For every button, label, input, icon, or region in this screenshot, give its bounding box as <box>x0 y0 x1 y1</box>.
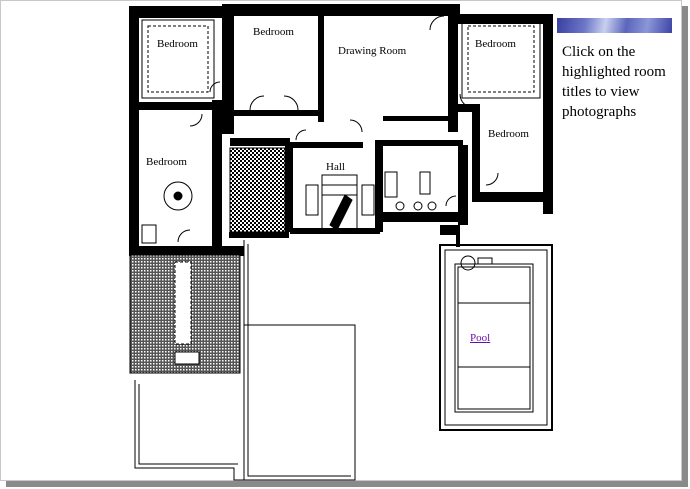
outer-walls <box>129 4 553 256</box>
courtyard-channel <box>174 261 192 345</box>
bedroom-ceiling-outlines <box>141 19 541 99</box>
room-label-bedroom-north: Bedroom <box>253 26 294 38</box>
tiled-area-terrace <box>229 147 286 233</box>
decorative-banner <box>557 18 672 33</box>
room-label-bedroom-northeast: Bedroom <box>475 38 516 50</box>
room-label-hall: Hall <box>326 161 345 173</box>
hall-staircase <box>305 174 375 231</box>
interior-walls <box>139 100 552 248</box>
spiral-staircase <box>163 181 193 211</box>
courtyard-fixture <box>174 351 200 365</box>
room-label-bedroom-east: Bedroom <box>488 128 529 140</box>
pool-building <box>439 225 553 431</box>
bathroom-fixtures <box>141 171 437 244</box>
page-frame <box>0 0 682 481</box>
room-label-bedroom-west: Bedroom <box>146 156 187 168</box>
room-label-drawing-room: Drawing Room <box>338 45 407 57</box>
pool-link[interactable]: Pool <box>470 332 491 344</box>
instructions-text: Click on the highlighted room titles to … <box>562 44 666 120</box>
terrace-outline <box>134 240 356 481</box>
room-label-bedroom-northwest: Bedroom <box>157 38 198 50</box>
door-swings <box>177 15 499 243</box>
